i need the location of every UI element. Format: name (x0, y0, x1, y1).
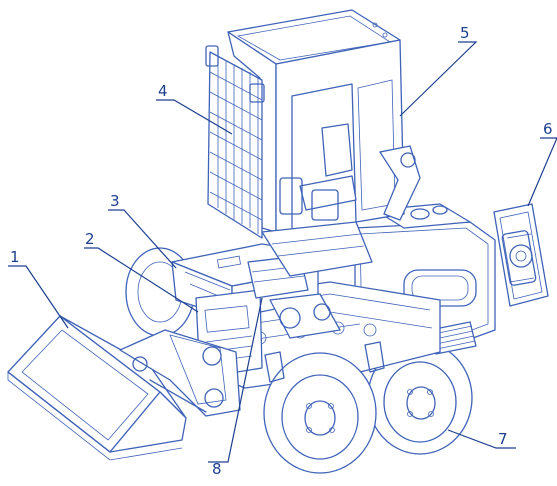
callout-1: 1 (8, 248, 69, 329)
callout-7: 7 (447, 429, 516, 449)
callout-3: 3 (108, 192, 177, 269)
callout-label-2: 2 (85, 230, 95, 248)
callout-label-1: 1 (10, 248, 20, 266)
callout-5: 5 (399, 24, 478, 117)
callout-label-5: 5 (460, 24, 470, 42)
callout-label-3: 3 (110, 192, 120, 210)
callout-label-4: 4 (158, 82, 168, 100)
loader-arm (119, 329, 241, 417)
callout-label-8: 8 (212, 460, 222, 478)
operator-cab (205, 9, 421, 277)
callout-8: 8 (208, 297, 263, 478)
callout-label-7: 7 (498, 430, 508, 448)
callout-2: 2 (84, 230, 199, 313)
callout-6: 6 (527, 120, 557, 207)
callout-label-6: 6 (543, 120, 553, 138)
rear-radiator-panel (493, 203, 549, 307)
callout-4: 4 (156, 82, 233, 135)
rear-wheels (367, 341, 473, 455)
front-wheels (263, 341, 385, 474)
